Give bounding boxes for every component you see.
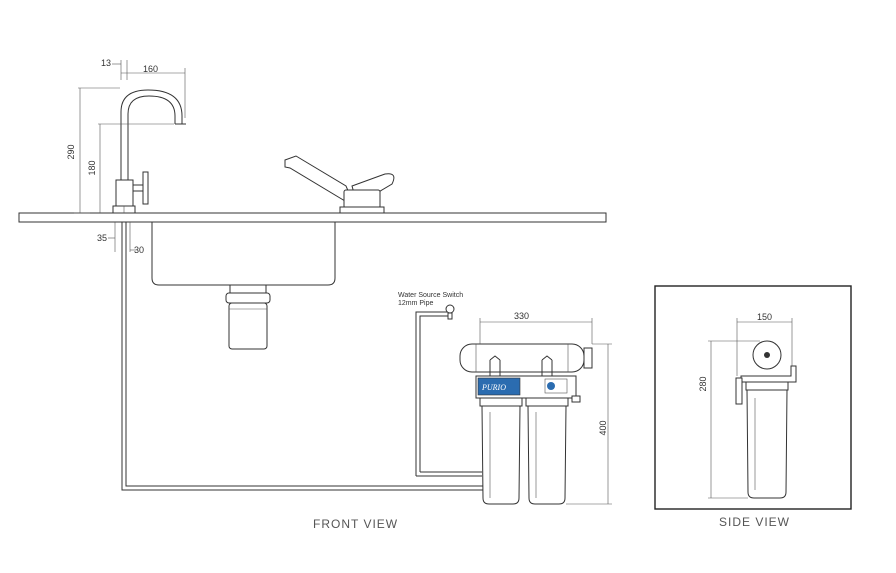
dim-290: 290 (66, 144, 76, 159)
side-view-label: SIDE VIEW (719, 515, 790, 529)
dim-160: 160 (143, 64, 158, 74)
water-source-switch (445, 304, 455, 320)
front-dimensions (74, 60, 612, 505)
dim-330: 330 (514, 311, 529, 321)
front-view-label: FRONT VIEW (313, 517, 398, 531)
side-view: 150 280 SIDE VIEW (654, 285, 852, 529)
water-pipes (121, 222, 485, 491)
dim-30: 30 (134, 245, 144, 255)
sink-drain (225, 284, 271, 350)
filter-faucet (112, 89, 186, 214)
side-dimensions (708, 318, 793, 499)
dim-150: 150 (757, 312, 772, 322)
mixer-tap (284, 155, 395, 214)
dim-13: 13 (101, 58, 111, 68)
note-12mm-pipe: 12mm Pipe (398, 300, 434, 307)
sink-basin (151, 222, 336, 286)
front-view: 13 160 290 180 35 30 330 400 Water Sourc… (18, 58, 612, 531)
side-filter (735, 340, 797, 499)
note-water-source-switch: Water Source Switch (398, 292, 463, 299)
dim-280: 280 (698, 376, 708, 391)
dim-180: 180 (87, 160, 97, 175)
filter-unit (459, 343, 593, 505)
countertop (18, 212, 607, 223)
dim-35: 35 (97, 233, 107, 243)
dim-400: 400 (598, 420, 608, 435)
brand-logo: PURIO (481, 383, 506, 392)
